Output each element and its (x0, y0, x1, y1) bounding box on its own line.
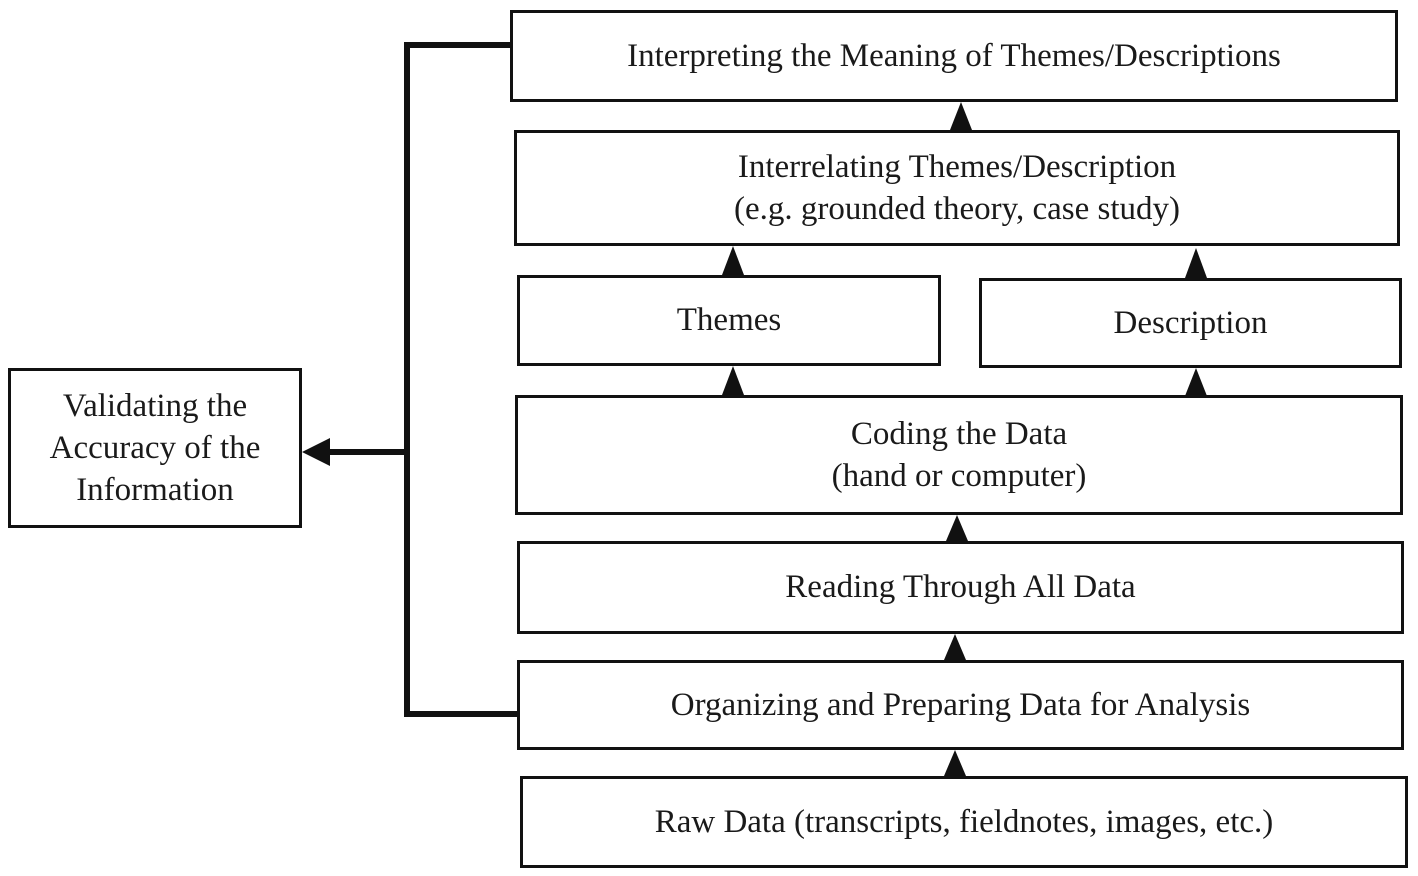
interrelating-themes-box: Interrelating Themes/Description (e.g. g… (514, 130, 1400, 246)
validating-line-2: Accuracy of the (49, 429, 261, 466)
arrow-reading-to-coding (946, 515, 968, 541)
themes-line-1: Themes (676, 302, 782, 339)
validating-line-3: Information (76, 472, 234, 509)
loop-line-bottom (404, 452, 518, 717)
coding-data-box: Coding the Data (hand or computer) (515, 395, 1403, 515)
raw-data-box: Raw Data (transcripts, fieldnotes, image… (520, 776, 1408, 868)
arrow-organizing-to-reading (944, 634, 966, 660)
arrow-to-validating (302, 438, 330, 466)
arrow-coding-to-description (1185, 368, 1207, 396)
interpreting-line-1: Interpreting the Meaning of Themes/Descr… (627, 37, 1281, 74)
themes-box: Themes (517, 275, 941, 366)
validating-line-1: Validating the (62, 387, 248, 424)
loop-line-top (404, 42, 512, 452)
interrelating-line-1: Interrelating Themes/Description (737, 148, 1177, 185)
validating-accuracy-box: Validating the Accuracy of the Informati… (8, 368, 302, 528)
interpreting-meaning-box: Interpreting the Meaning of Themes/Descr… (510, 10, 1398, 102)
coding-line-1: Coding the Data (850, 415, 1068, 452)
arrow-raw-to-organizing (944, 750, 966, 776)
feedback-loop-lines (326, 42, 518, 717)
coding-line-2: (hand or computer) (831, 458, 1087, 494)
arrow-description-to-interrelating (1185, 248, 1207, 278)
arrow-coding-to-themes (722, 366, 744, 395)
description-box: Description (979, 278, 1402, 368)
arrow-interrelating-to-interpreting (950, 102, 972, 130)
organizing-line-1: Organizing and Preparing Data for Analys… (670, 686, 1251, 723)
organizing-data-box: Organizing and Preparing Data for Analys… (517, 660, 1404, 750)
arrow-themes-to-interrelating (722, 246, 744, 275)
reading-line-1: Reading Through All Data (785, 569, 1136, 606)
reading-data-box: Reading Through All Data (517, 541, 1404, 634)
interrelating-line-2: (e.g. grounded theory, case study) (734, 191, 1180, 227)
raw-line-1: Raw Data (transcripts, fieldnotes, image… (654, 803, 1274, 840)
description-line-1: Description (1113, 304, 1268, 341)
